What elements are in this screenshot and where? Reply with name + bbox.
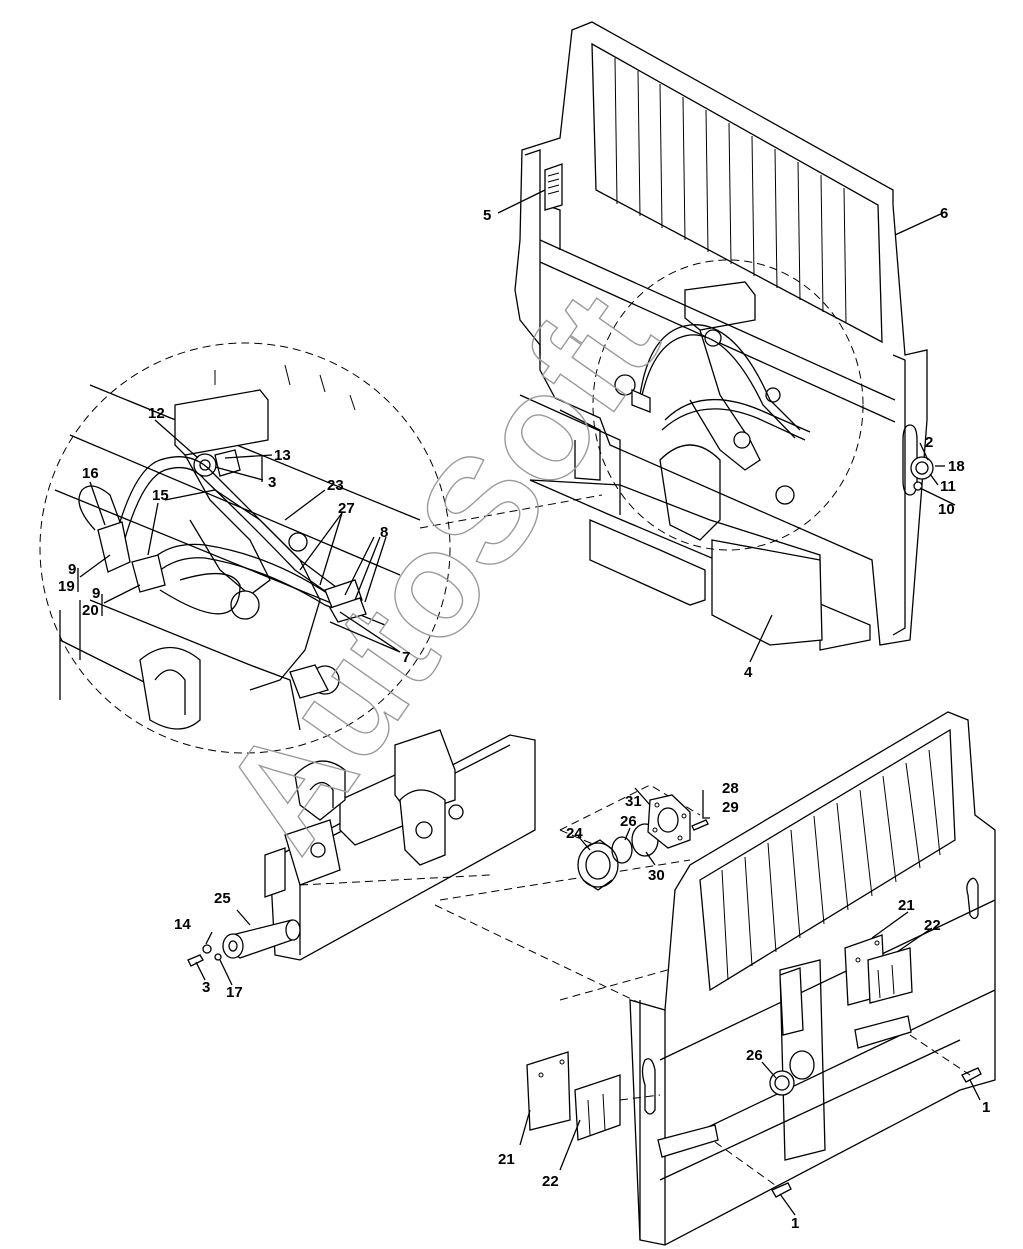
- hose-detail-view: [39, 342, 603, 754]
- callout-26-lower: 26: [746, 1047, 763, 1064]
- callout-23: 23: [327, 477, 344, 494]
- callout-26-upper: 26: [620, 813, 637, 830]
- callout-28: 28: [722, 780, 739, 797]
- callout-21-right: 21: [898, 897, 915, 914]
- callout-9-upper: 9: [68, 561, 76, 578]
- callout-10: 10: [938, 501, 955, 518]
- callout-3-pin: 3: [202, 979, 210, 996]
- callout-29: 29: [722, 799, 739, 816]
- callout-30: 30: [648, 867, 665, 884]
- callout-15: 15: [152, 487, 169, 504]
- callout-2: 2: [925, 434, 933, 451]
- callout-labels: 5 6 2 18 11 10 4 12 13 3 23 27 8 7 15 16…: [58, 205, 990, 1232]
- callout-18: 18: [948, 458, 965, 475]
- callout-7: 7: [402, 649, 410, 666]
- upper-carriage-assembly: [514, 21, 934, 651]
- callout-8: 8: [380, 524, 388, 541]
- callout-24: 24: [566, 825, 583, 842]
- callout-13: 13: [274, 447, 291, 464]
- callout-1-lower: 1: [791, 1215, 799, 1232]
- callout-1-right: 1: [982, 1099, 990, 1116]
- callout-9-lower: 9: [92, 585, 100, 602]
- bushing-assembly: [577, 794, 709, 891]
- callout-27: 27: [338, 500, 355, 517]
- pin-assembly: [187, 919, 301, 967]
- callout-4: 4: [744, 664, 753, 681]
- callout-22-right: 22: [924, 917, 941, 934]
- callout-6: 6: [940, 205, 948, 222]
- callout-25: 25: [214, 890, 231, 907]
- leader-lines: [77, 189, 981, 1216]
- hitch-frame: [264, 729, 811, 1076]
- callout-19: 19: [58, 578, 75, 595]
- callout-16: 16: [82, 465, 99, 482]
- callout-22-left: 22: [542, 1173, 559, 1190]
- lower-carriage-assembly: [526, 711, 996, 1246]
- callout-12: 12: [148, 405, 165, 422]
- callout-11: 11: [940, 478, 956, 495]
- callout-3-detail: 3: [268, 474, 276, 491]
- callout-5: 5: [483, 207, 491, 224]
- callout-17: 17: [226, 984, 243, 1001]
- callout-20: 20: [82, 602, 99, 619]
- callout-21-left: 21: [498, 1151, 515, 1168]
- callout-14: 14: [174, 916, 191, 933]
- callout-31: 31: [625, 793, 642, 810]
